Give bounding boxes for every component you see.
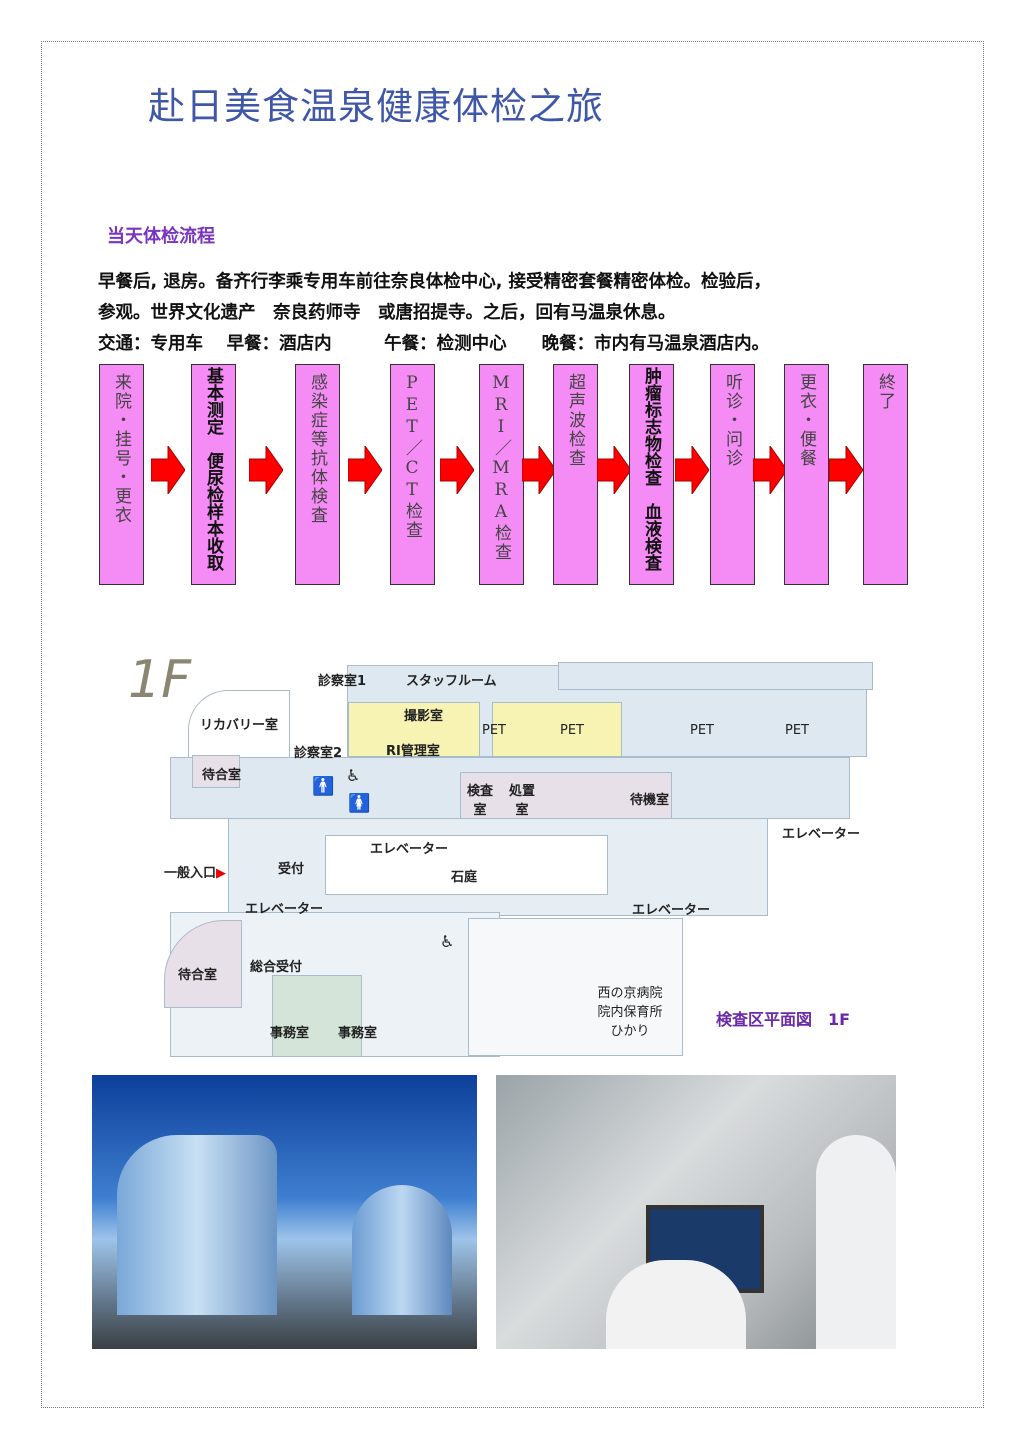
building-photo — [92, 1075, 477, 1349]
room-nursery — [468, 918, 683, 1056]
flow-step-box: 更衣・便餐 — [784, 364, 829, 585]
restroom-female-icon: 🚺 — [348, 793, 371, 814]
arrow-right-icon — [752, 446, 787, 494]
doctor-shape — [816, 1135, 896, 1349]
label-waiting: 待合室 — [178, 968, 218, 983]
label-treat: 処置室 — [508, 784, 535, 818]
label-garden: 石庭 — [451, 870, 478, 885]
flow-step-box: 超声波检查 — [553, 364, 598, 585]
page-title: 赴日美食温泉健康体检之旅 — [148, 85, 604, 128]
label-nursery: 西の京病院 院内保育所 ひかり — [597, 986, 663, 1039]
flow-step-box: MRI／MRA检查 — [479, 364, 524, 585]
room-standby — [460, 772, 672, 820]
arrow-right-icon — [150, 446, 185, 494]
room-office — [272, 975, 362, 1057]
wheelchair-icon: ♿ — [440, 932, 455, 951]
label-elevator: エレベーター — [782, 827, 861, 842]
label-recovery: リカバリー室 — [200, 718, 279, 733]
garden — [325, 835, 608, 895]
room-pet — [492, 702, 622, 757]
floor-plan: 1F 診察室1 スタッフルーム リカバリー室 撮影室 診察室2 RI管理室 PE… — [120, 650, 890, 1060]
arrow-right-icon — [675, 446, 709, 494]
flow-step-box: 听诊・问诊 — [710, 364, 755, 585]
label-ri: RI管理室 — [386, 744, 440, 759]
label-pet: PET — [482, 723, 506, 738]
arrow-right-icon — [440, 446, 474, 494]
label-elevator: エレベーター — [370, 842, 449, 857]
arrow-right-icon — [348, 446, 382, 494]
label-office: 事務室 — [270, 1026, 310, 1041]
label-reception: 受付 — [278, 862, 305, 877]
room-recovery — [188, 690, 290, 760]
room-waiting — [192, 755, 240, 788]
paragraph-line: 参观。世界文化遗产 奈良药师寺 或唐招提寺。之后，回有马温泉休息。 — [98, 303, 676, 323]
entrance-text: 一般入口 — [164, 866, 217, 881]
flow-step-box: 来院・挂号・更衣 — [99, 364, 144, 585]
label-entrance: 一般入口▶ — [164, 862, 226, 881]
arrow-right-icon — [248, 446, 283, 494]
label-inspect: 検査室 — [466, 784, 493, 818]
arrow-right-icon — [829, 446, 863, 494]
label-elevator: エレベーター — [245, 902, 324, 917]
paragraph-line: 交通：专用车 早餐：酒店内 午餐：检测中心 晚餐：市内有马温泉酒店内。 — [98, 334, 770, 354]
flow-step-box: 感染症等抗体検査 — [295, 364, 340, 585]
label-pet: PET — [560, 723, 584, 738]
label-general-reception: 総合受付 — [250, 960, 303, 975]
page-border — [41, 41, 984, 1408]
doctor-shape — [606, 1260, 746, 1349]
flow-step-box: 基本测定 便尿检样本收取 — [191, 364, 236, 585]
label-standby: 待機室 — [630, 793, 670, 808]
label-staff: スタッフルーム — [406, 674, 497, 689]
flow-step-box: 終了 — [863, 364, 908, 585]
restroom-male-icon: 🚹 — [312, 776, 335, 797]
label-pet: PET — [690, 723, 714, 738]
label-photo-room: 撮影室 — [404, 709, 444, 724]
flow-step-box: PET／CT检查 — [390, 364, 435, 585]
floor-plan-caption: 検査区平面図 1F — [716, 1010, 851, 1029]
section-title: 当天体检流程 — [107, 226, 215, 247]
building-shape — [352, 1185, 452, 1315]
entrance-arrow-icon: ▶ — [216, 866, 227, 881]
building-shape — [117, 1135, 277, 1315]
floor-label: 1F — [128, 650, 191, 710]
label-waiting: 待合室 — [202, 768, 242, 783]
label-exam1: 診察室1 — [318, 674, 367, 689]
block-north-top — [558, 662, 873, 690]
paragraph-line: 早餐后, 退房。备齐行李乘专用车前往奈良体检中心, 接受精密套餐精密体检。检验后… — [98, 272, 771, 292]
label-elevator: エレベーター — [632, 903, 711, 918]
arrow-right-icon — [596, 446, 631, 494]
label-pet: PET — [785, 723, 809, 738]
room-pet — [348, 702, 480, 757]
mri-room-photo — [496, 1075, 896, 1349]
label-exam2: 診察室2 — [294, 746, 343, 761]
arrow-right-icon — [521, 446, 556, 494]
wheelchair-icon: ♿ — [346, 766, 361, 785]
flow-step-box: 肿瘤标志物检查 血液検査 — [629, 364, 674, 585]
label-office: 事務室 — [338, 1026, 378, 1041]
